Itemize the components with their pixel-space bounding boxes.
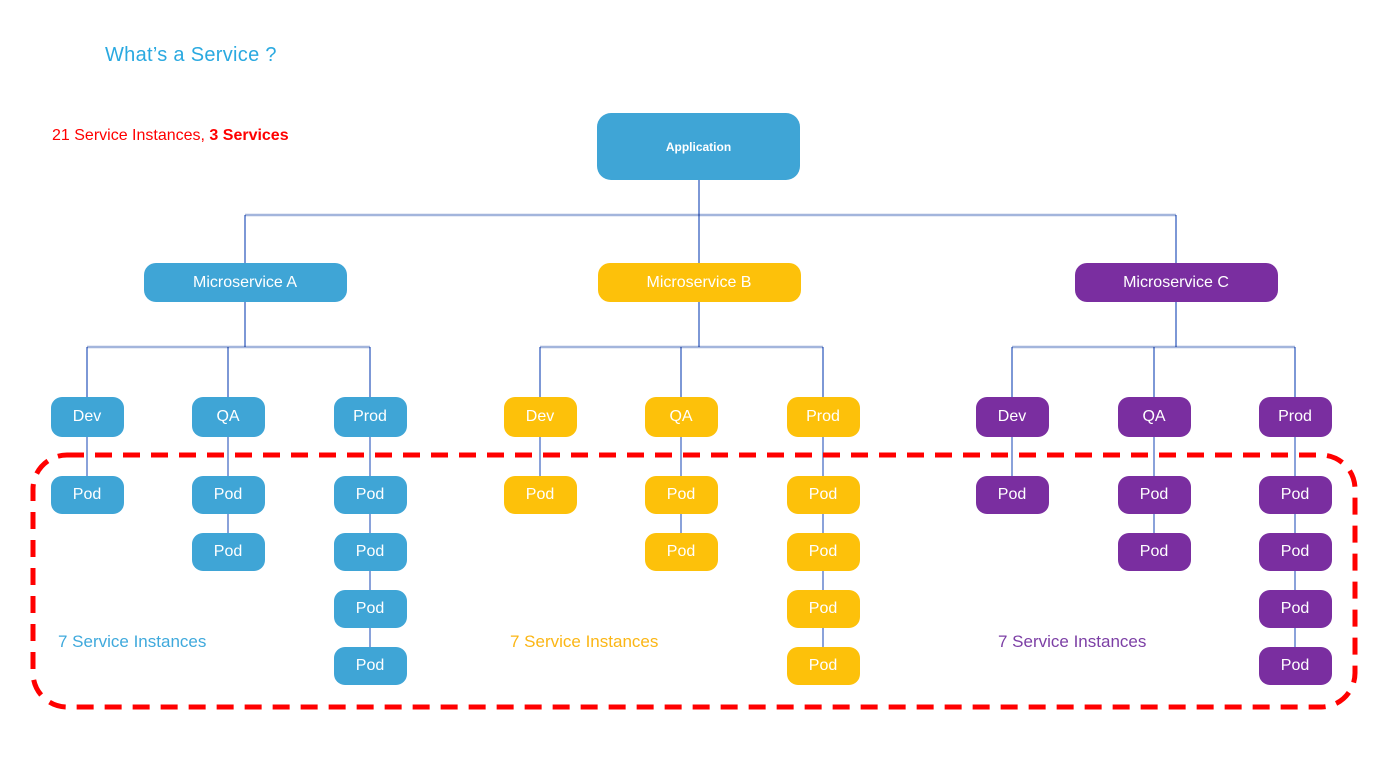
pod-node: Pod bbox=[786, 476, 860, 514]
service-node: Microservice A bbox=[143, 263, 347, 302]
pods-highlight-dashed-border bbox=[30, 452, 1358, 710]
pod-node: Pod bbox=[191, 533, 265, 571]
environment-node: Prod bbox=[333, 397, 407, 437]
pod-node: Pod bbox=[1258, 533, 1332, 571]
summary-instances-text: 21 Service Instances, bbox=[52, 127, 210, 144]
environment-node: Dev bbox=[503, 397, 577, 437]
environment-node: Dev bbox=[50, 397, 124, 437]
pod-node: Pod bbox=[786, 647, 860, 685]
pod-node: Pod bbox=[191, 476, 265, 514]
pod-node: Pod bbox=[975, 476, 1049, 514]
environment-node: Prod bbox=[786, 397, 860, 437]
pod-node: Pod bbox=[1258, 590, 1332, 628]
service-node: Microservice C bbox=[1074, 263, 1278, 302]
environment-node: QA bbox=[644, 397, 718, 437]
environment-node: Dev bbox=[975, 397, 1049, 437]
pod-node: Pod bbox=[503, 476, 577, 514]
pod-node: Pod bbox=[333, 476, 407, 514]
pod-node: Pod bbox=[1258, 476, 1332, 514]
pod-node: Pod bbox=[1117, 533, 1191, 571]
pod-node: Pod bbox=[333, 533, 407, 571]
service-node: Microservice B bbox=[597, 263, 801, 302]
service-instances-label: 7 Service Instances bbox=[998, 632, 1147, 651]
application-node: Application bbox=[597, 113, 800, 180]
service-instances-label: 7 Service Instances bbox=[58, 632, 207, 651]
instances-summary: 21 Service Instances, 3 Services bbox=[52, 127, 289, 145]
environment-node: Prod bbox=[1258, 397, 1332, 437]
pod-node: Pod bbox=[1258, 647, 1332, 685]
pod-node: Pod bbox=[644, 476, 718, 514]
pod-node: Pod bbox=[786, 590, 860, 628]
page-title: What’s a Service ? bbox=[105, 44, 277, 66]
environment-node: QA bbox=[191, 397, 265, 437]
pod-node: Pod bbox=[333, 590, 407, 628]
pod-node: Pod bbox=[644, 533, 718, 571]
service-instances-label: 7 Service Instances bbox=[510, 632, 659, 651]
pod-node: Pod bbox=[786, 533, 860, 571]
pod-node: Pod bbox=[333, 647, 407, 685]
environment-node: QA bbox=[1117, 397, 1191, 437]
pod-node: Pod bbox=[1117, 476, 1191, 514]
summary-services-bold-text: 3 Services bbox=[209, 127, 289, 144]
pod-node: Pod bbox=[50, 476, 124, 514]
